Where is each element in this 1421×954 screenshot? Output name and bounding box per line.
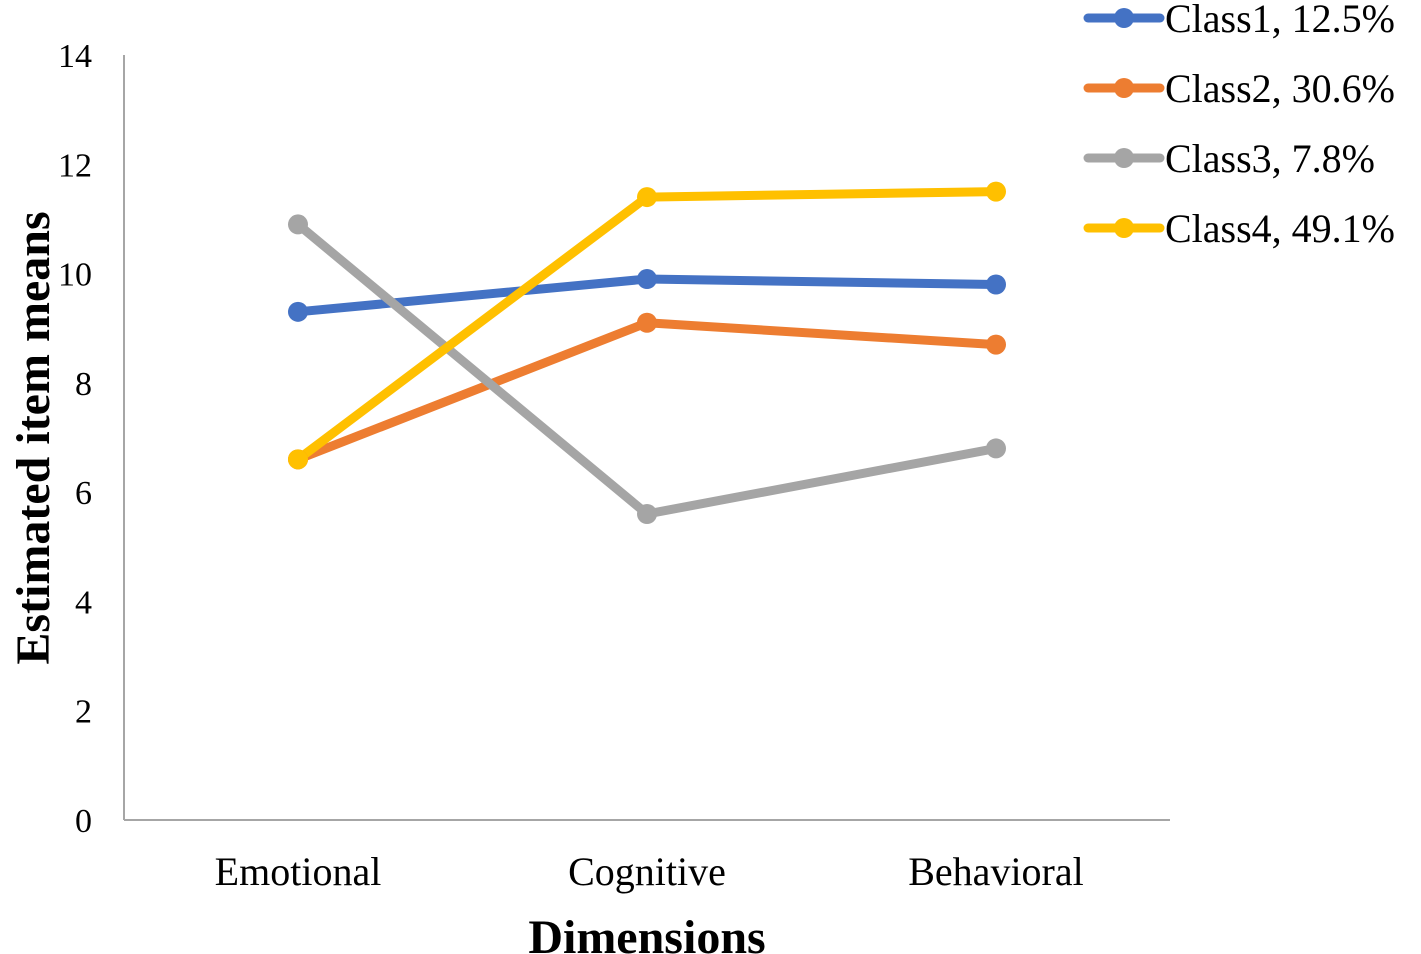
legend-marker-2 bbox=[1114, 78, 1134, 98]
x-tick-label: Cognitive bbox=[568, 849, 726, 894]
series-lines bbox=[293, 187, 1001, 519]
legend-marker-3 bbox=[1114, 148, 1134, 168]
series-3-point bbox=[986, 438, 1006, 459]
series-line-3 bbox=[293, 219, 1001, 519]
legend-marker-4 bbox=[1114, 218, 1134, 238]
y-tick-label: 6 bbox=[75, 475, 92, 512]
y-tick-label: 2 bbox=[75, 694, 92, 731]
y-tick-label: 14 bbox=[58, 38, 92, 75]
series-1-point bbox=[288, 301, 308, 322]
y-tick-label: 0 bbox=[75, 803, 92, 840]
series-points bbox=[288, 181, 1006, 524]
x-tick-label: Behavioral bbox=[908, 849, 1084, 894]
series-1-point bbox=[986, 274, 1006, 295]
legend-marker-1 bbox=[1114, 8, 1134, 28]
y-axis-title: Estimated item means bbox=[7, 211, 60, 664]
legend-label-4: Class4, 49.1% bbox=[1165, 206, 1395, 251]
series-4-point bbox=[986, 181, 1006, 202]
legend-label-2: Class2, 30.6% bbox=[1165, 66, 1395, 111]
legend-label-1: Class1, 12.5% bbox=[1165, 0, 1395, 41]
y-tick-labels: 0 2 4 6 8 10 12 14 bbox=[58, 38, 92, 840]
x-tick-label: Emotional bbox=[215, 849, 382, 894]
series-2-point bbox=[637, 312, 657, 333]
x-axis-title: Dimensions bbox=[528, 911, 765, 954]
y-tick-label: 10 bbox=[58, 257, 92, 294]
series-1-point bbox=[637, 269, 657, 290]
series-2-point bbox=[986, 334, 1006, 355]
y-tick-label: 8 bbox=[75, 366, 92, 403]
y-tick-label: 12 bbox=[58, 147, 92, 184]
axes bbox=[123, 55, 1170, 821]
legend: Class1, 12.5% Class2, 30.6% Class3, 7.8% Cl… bbox=[1083, 0, 1395, 251]
legend-label-3: Class3, 7.8% bbox=[1165, 136, 1375, 181]
series-3-point bbox=[637, 504, 657, 524]
series-line-2 bbox=[293, 318, 1001, 464]
y-tick-label: 4 bbox=[75, 584, 92, 621]
series-3-point bbox=[288, 214, 308, 235]
series-4-point bbox=[637, 187, 657, 208]
series-4-point bbox=[288, 449, 308, 470]
x-tick-labels: Emotional Cognitive Behavioral bbox=[215, 849, 1084, 894]
